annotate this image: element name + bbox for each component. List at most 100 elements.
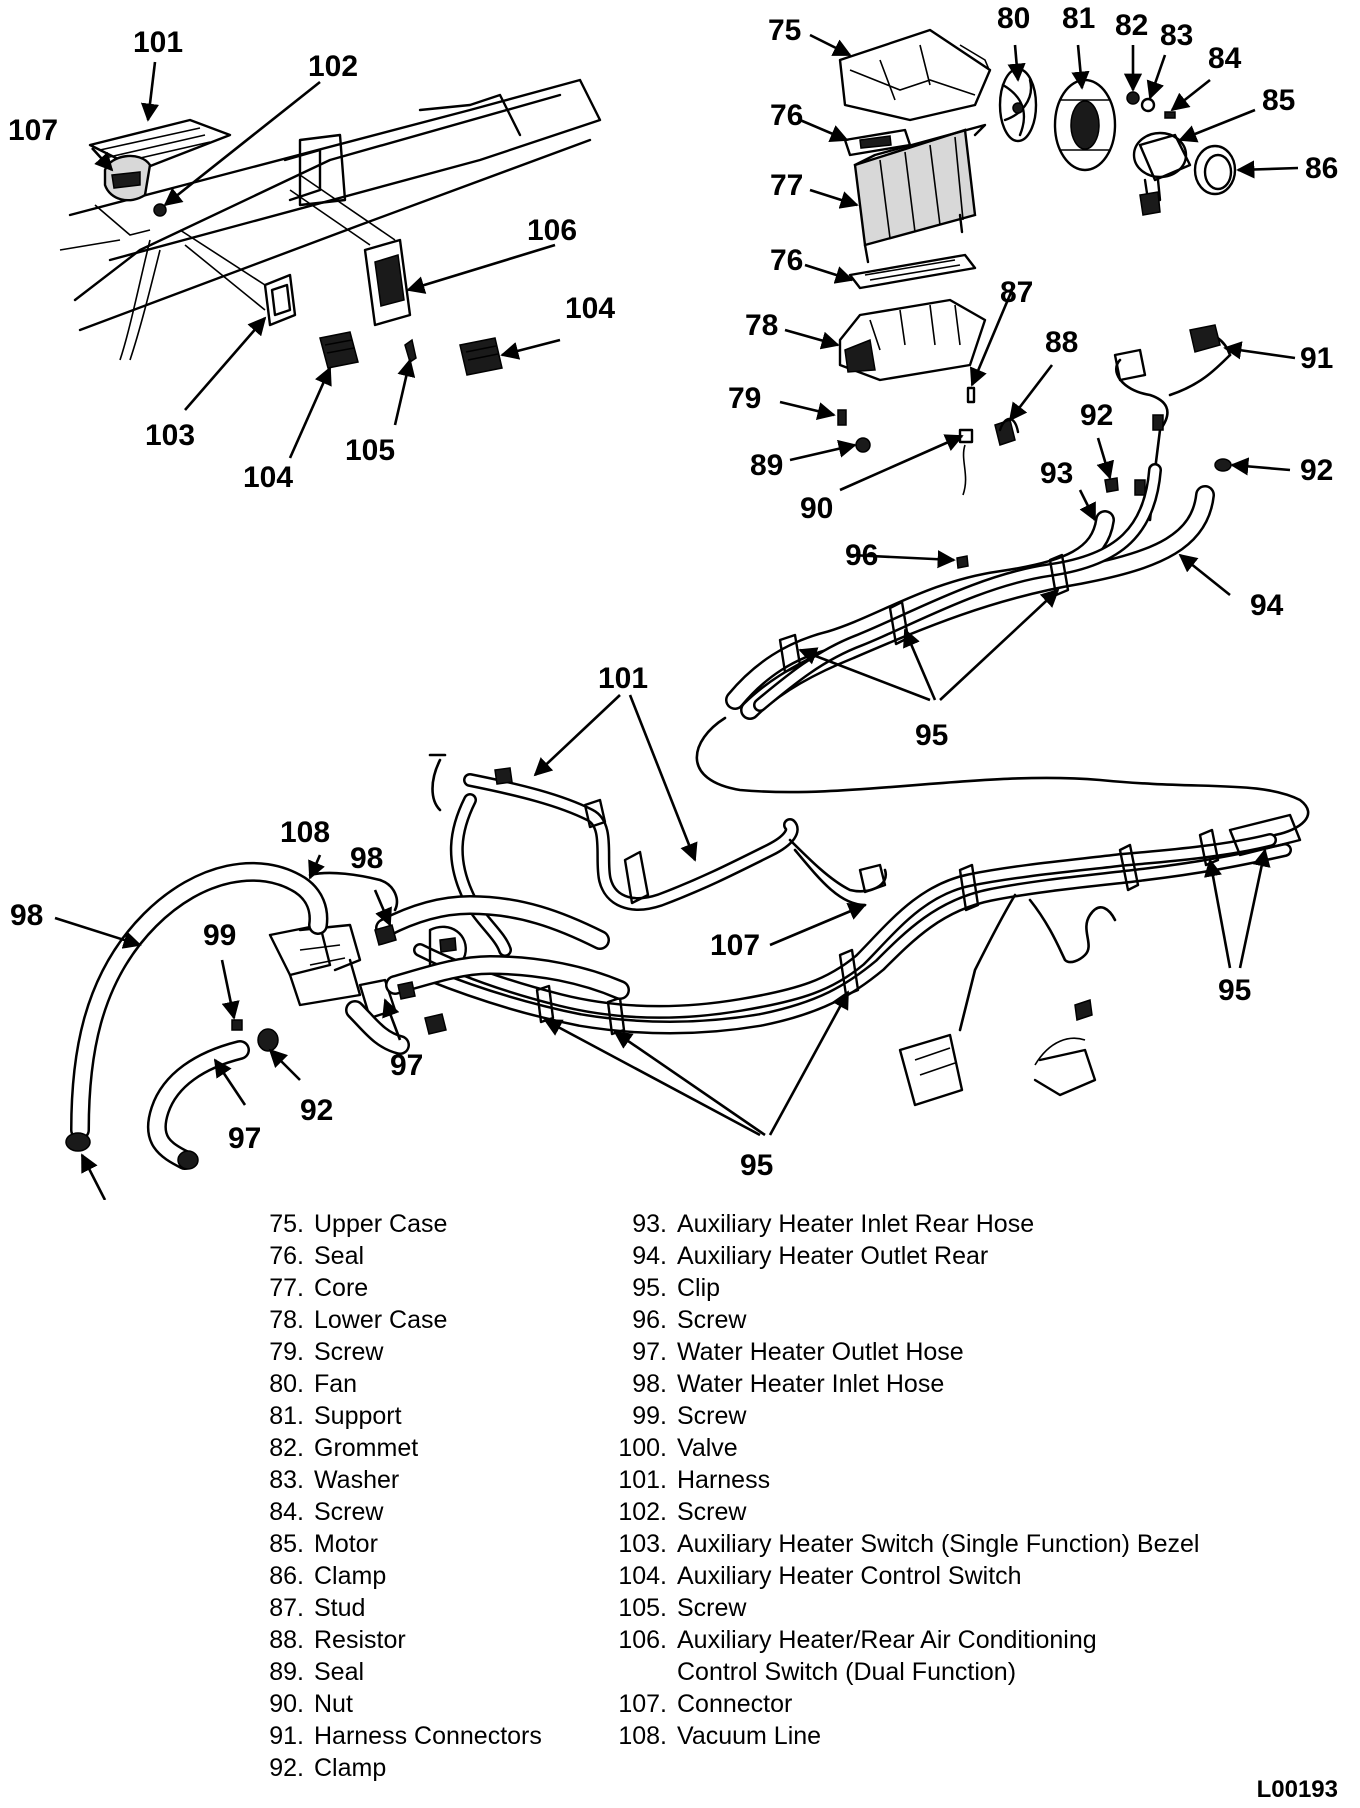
- hose-97: [146, 1000, 410, 1170]
- callout-99: 99: [203, 919, 236, 952]
- callout-107-top: 107: [8, 114, 58, 147]
- hose-98-short: [375, 895, 630, 1000]
- legend-item-name: Nut: [314, 1690, 353, 1718]
- callout-97-center: 97: [390, 1049, 423, 1082]
- legend-item-number: 85.: [269, 1530, 304, 1558]
- legend-item: 80. Fan: [236, 1368, 596, 1400]
- legend-item-number: 93.: [632, 1210, 667, 1238]
- legend-item: 91.Harness Connectors: [236, 1720, 596, 1752]
- legend-item: 108.Vacuum Line: [591, 1720, 1231, 1752]
- callout-108: 108: [280, 816, 330, 849]
- vacuum-line-108: [308, 871, 399, 912]
- legend-item-name: Connector: [677, 1690, 793, 1718]
- callout-101-top: 101: [133, 26, 183, 59]
- legend-item-number: 77.: [269, 1274, 304, 1302]
- callout-95-right: 95: [1218, 974, 1251, 1007]
- legend-item-number: 83.: [269, 1466, 304, 1494]
- legend-item-number: 76.: [269, 1242, 304, 1270]
- legend-item-number: 80.: [269, 1370, 304, 1398]
- legend-item-name: Core: [314, 1274, 369, 1302]
- screw-105: [404, 338, 417, 364]
- legend-item-number: 102.: [618, 1498, 667, 1526]
- legend-item-name: Seal: [314, 1242, 365, 1270]
- callout-91: 91: [1300, 342, 1333, 375]
- legend-item: 85.Motor: [236, 1528, 596, 1560]
- legend-item: 104.Auxiliary Heater Control Switch: [591, 1560, 1231, 1592]
- legend-item: 98.Water Heater Inlet Hose: [591, 1368, 1231, 1400]
- clamp-86: [1193, 144, 1237, 196]
- seal-89: [855, 437, 871, 453]
- dashboard-panel: [59, 78, 602, 361]
- callout-96: 96: [845, 539, 878, 572]
- clamp-92-top-right: [1214, 458, 1232, 472]
- legend-item-name: Water Heater Inlet Hose: [677, 1370, 945, 1398]
- callout-84: 84: [1208, 42, 1242, 75]
- callout-106: 106: [527, 214, 577, 247]
- legend-item-number: 104.: [618, 1562, 667, 1590]
- motor-85: [1132, 131, 1192, 216]
- support-81: [1053, 78, 1117, 172]
- callout-98-center: 98: [350, 842, 383, 875]
- legend-item-number: 96.: [632, 1306, 667, 1334]
- legend-item: 75. Upper Case: [236, 1208, 596, 1240]
- legend-item-name: Screw: [677, 1498, 747, 1526]
- callout-90: 90: [800, 492, 833, 525]
- legend-item-number: 94.: [632, 1242, 667, 1270]
- connector-107-top: [103, 154, 152, 202]
- legend-item-name: Fan: [314, 1370, 358, 1398]
- legend-item-number: 90.: [269, 1690, 304, 1718]
- legend-item-number: 88.: [269, 1626, 304, 1654]
- callout-97-lower: 97: [228, 1122, 261, 1155]
- legend-item-number: 92.: [269, 1754, 304, 1782]
- legend-item-number: 97.: [632, 1338, 667, 1366]
- legend-item-name: Washer: [314, 1466, 400, 1494]
- legend-item-number: 100.: [618, 1434, 667, 1462]
- valve-100: [268, 923, 467, 1020]
- callout-83: 83: [1160, 19, 1193, 52]
- legend-item-number: 81.: [269, 1402, 304, 1430]
- legend-item-name: Upper Case: [314, 1210, 448, 1238]
- legend-item: 89.Seal: [236, 1656, 596, 1688]
- legend-item: 94.Auxiliary Heater Outlet Rear: [591, 1240, 1231, 1272]
- legend-item-name: Valve: [677, 1434, 738, 1462]
- callout-103: 103: [145, 419, 195, 452]
- legend-item: 93.Auxiliary Heater Inlet Rear Hose: [591, 1208, 1231, 1240]
- harness-101: [428, 753, 799, 957]
- legend-item-number: 91.: [269, 1722, 304, 1750]
- legend-item-number: 79.: [269, 1338, 304, 1366]
- harness-loop: [695, 716, 1310, 837]
- legend-item: 78.Lower Case: [236, 1304, 596, 1336]
- legend-item: 99.Screw: [591, 1400, 1231, 1432]
- resistor-88: [994, 417, 1020, 446]
- legend-item: 79. Screw: [236, 1336, 596, 1368]
- legend-item: 84.Screw: [236, 1496, 596, 1528]
- core-77: [853, 123, 987, 264]
- legend-item-name: Screw: [314, 1338, 384, 1366]
- clamp-92-center: [1104, 477, 1119, 493]
- figure-id: L00193: [1256, 1776, 1338, 1803]
- main-harness-95: [413, 813, 1302, 1036]
- connector-107-lower: [788, 838, 888, 907]
- screw-96: [956, 555, 969, 569]
- callout-76-bottom: 76: [770, 244, 803, 277]
- branch-harness: [898, 893, 1117, 1107]
- legend-item: 82.Grommet: [236, 1432, 596, 1464]
- legend-item: 88. Resistor: [236, 1624, 596, 1656]
- legend-item: 97. Water Heater Outlet Hose: [591, 1336, 1231, 1368]
- hose-98-long: [70, 861, 329, 1140]
- screw-102: [153, 203, 167, 217]
- legend-item-name: Lower Case: [314, 1306, 448, 1334]
- callout-101-lower: 101: [598, 662, 648, 695]
- legend-item: 106.Auxiliary Heater/Rear Air Conditioni…: [591, 1624, 1231, 1688]
- legend-item-name: Resistor: [314, 1626, 406, 1654]
- legend-item-number: 75.: [269, 1210, 304, 1238]
- legend-item: 81.Support: [236, 1400, 596, 1432]
- callout-labels: 101 102 107 106 104 103 105 104 75 76 77…: [8, 2, 1338, 1182]
- callout-81: 81: [1062, 2, 1095, 35]
- clamp-92-lower-left: [65, 1132, 91, 1152]
- legend-item-name: Water Heater Outlet Hose: [677, 1338, 964, 1366]
